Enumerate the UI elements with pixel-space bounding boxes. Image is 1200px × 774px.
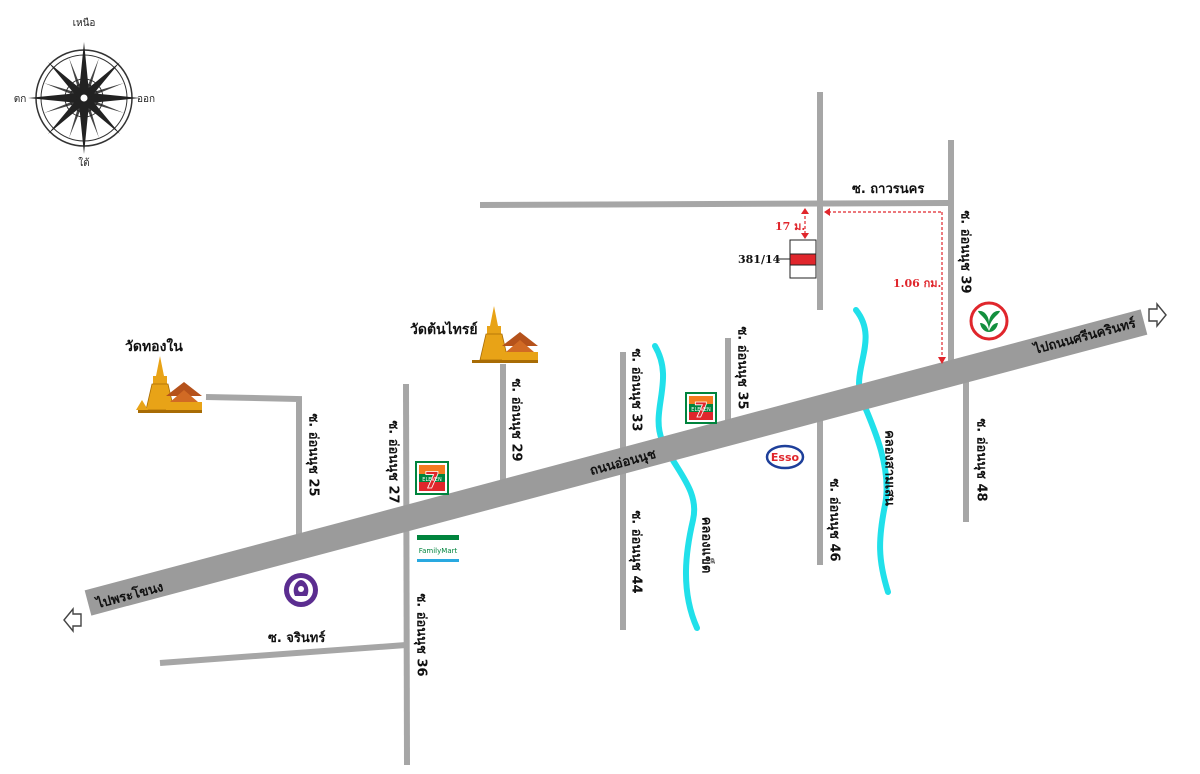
svg-text:7: 7 — [424, 469, 439, 494]
svg-text:Esso: Esso — [771, 451, 800, 464]
compass-rose-icon — [28, 42, 140, 154]
scb-bank-icon — [284, 573, 318, 607]
main-road-on-nut — [84, 309, 1148, 616]
road-soi-25 — [205, 394, 302, 545]
label-soi-48: ซ. อ่อนนุช 48 — [974, 418, 989, 501]
road-charin — [159, 642, 407, 666]
svg-text:ELEVEN: ELEVEN — [422, 477, 442, 483]
distance-indicators — [801, 208, 946, 364]
road-thawon-nakhon — [479, 200, 949, 208]
svg-text:7: 7 — [694, 398, 708, 422]
property-marker — [776, 239, 817, 279]
property-address: 381/14 — [738, 253, 781, 266]
label-temple-thong-nai: วัดทองใน — [125, 337, 183, 355]
seven-eleven-icon: 7 ELEVEN — [685, 392, 717, 424]
label-soi-29: ซ. อ่อนนุช 29 — [509, 378, 524, 461]
temple-thong-nai-icon — [136, 356, 202, 413]
distance-long-label: 1.06 กม. — [893, 277, 941, 290]
svg-text:FamilyMart: FamilyMart — [419, 547, 458, 555]
label-thawon-nakhon: ซ. ถาวรนคร — [852, 182, 924, 197]
svg-text:ELEVEN: ELEVEN — [691, 407, 711, 413]
label-soi-46: ซ. อ่อนนุช 46 — [827, 478, 842, 561]
side-roads — [159, 92, 969, 766]
label-soi-39: ซ. อ่อนนุช 39 — [958, 210, 973, 293]
compass-west-label: ตก — [14, 94, 27, 105]
compass-north-label: เหนือ — [73, 17, 96, 29]
road-soi-27-36 — [403, 383, 410, 766]
kbank-icon — [969, 301, 1009, 341]
family-mart-icon: FamilyMart — [417, 535, 459, 562]
canal-east — [853, 307, 891, 595]
label-soi-35: ซ. อ่อนนุช 35 — [735, 326, 750, 409]
label-charin: ซ. จรินทร์ — [268, 630, 325, 646]
compass-east-label: ออก — [137, 94, 155, 105]
temple-ton-sai-icon — [472, 306, 538, 363]
label-soi-25: ซ. อ่อนนุช 25 — [306, 413, 321, 496]
label-soi-36: ซ. อ่อนนุช 36 — [414, 593, 429, 676]
distance-short-label: 17 ม. — [775, 220, 805, 233]
esso-icon: Esso — [765, 444, 805, 470]
label-canal-west: คลองแข็ต — [699, 517, 717, 574]
seven-eleven-icon: 7 ELEVEN — [415, 461, 449, 495]
compass-south-label: ใต้ — [78, 157, 89, 169]
label-soi-44: ซ. อ่อนนุช 44 — [629, 510, 644, 593]
label-soi-33: ซ. อ่อนนุช 33 — [629, 348, 644, 431]
arrow-west-icon — [63, 607, 82, 633]
canal-west — [652, 343, 700, 631]
arrow-east-icon — [1148, 302, 1167, 328]
label-canal-east: คลองสามเสน — [882, 430, 897, 506]
label-soi-27: ซ. อ่อนนุช 27 — [386, 420, 401, 503]
label-temple-ton-sai: วัดต้นไทรย์ — [410, 320, 478, 338]
